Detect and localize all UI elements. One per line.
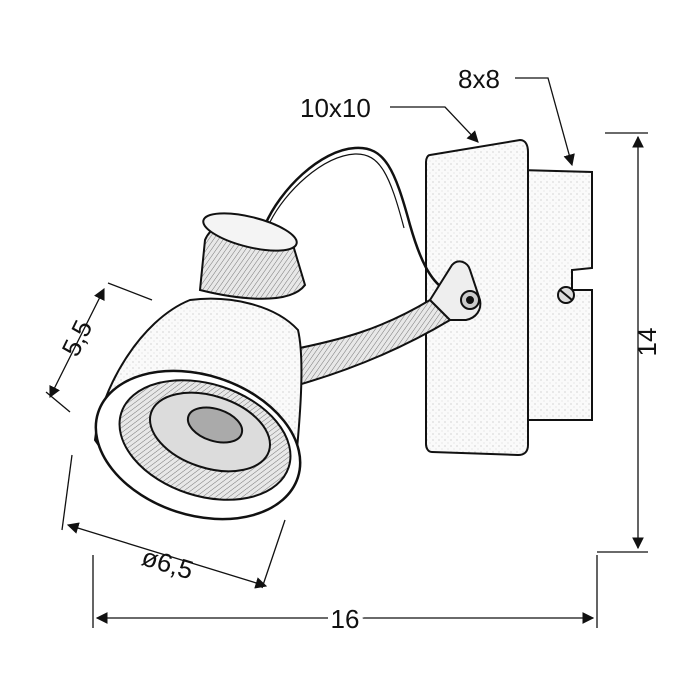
- label-shade-depth: 5,5: [56, 315, 99, 361]
- dimension-lines: [45, 77, 648, 628]
- label-mount-box: 8x8: [458, 64, 500, 94]
- shade-depth-dimension-line: [49, 287, 105, 399]
- label-back-plate: 10x10: [300, 93, 371, 123]
- leader-mount-box: [515, 77, 575, 167]
- label-shade-diameter: ø6,5: [138, 541, 197, 585]
- shade-diameter-dimension-line: [66, 522, 268, 589]
- lamp-arm: [288, 260, 482, 387]
- power-cable: [263, 146, 446, 292]
- mount-box: [519, 168, 593, 421]
- leader-back-plate: [390, 106, 479, 143]
- label-height: 14: [632, 328, 662, 357]
- lamp-shade: [93, 297, 303, 521]
- lamp-neck: [198, 212, 307, 300]
- lamp-illustration: [93, 138, 593, 521]
- label-total-width: 16: [331, 604, 360, 634]
